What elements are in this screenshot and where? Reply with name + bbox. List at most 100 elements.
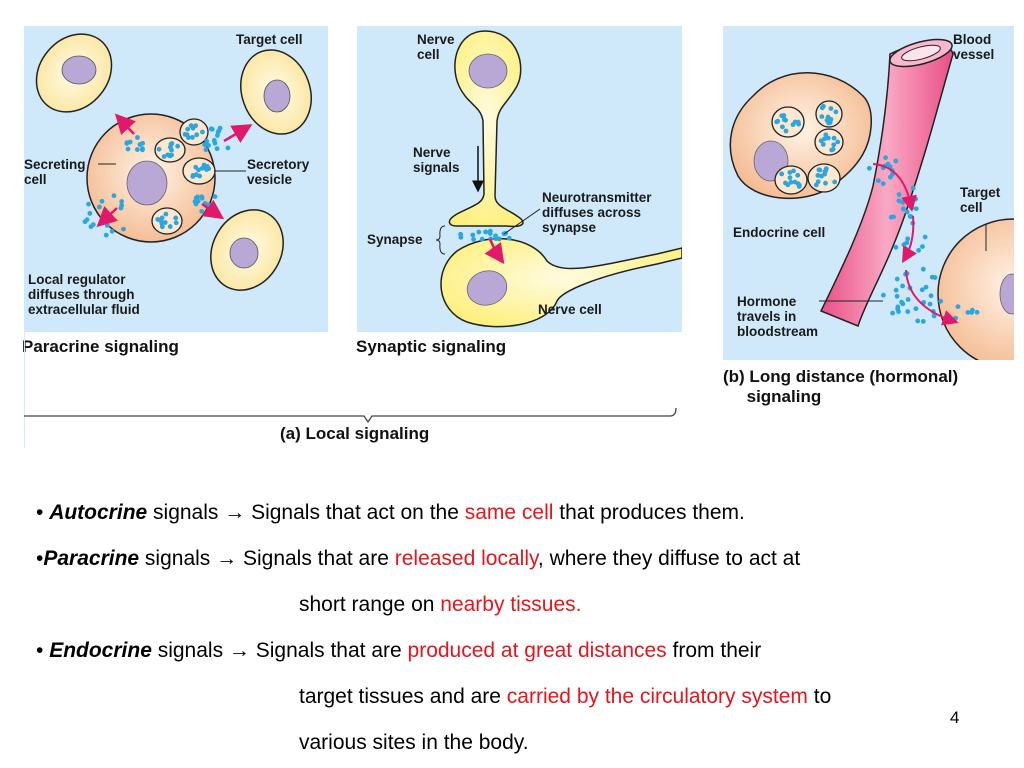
caption-hormonal: (b) Long distance (hormonal) signaling	[723, 367, 959, 406]
arrow-icon	[96, 206, 118, 228]
molecule-dot	[211, 203, 217, 209]
label-blood-vessel: Blood vessel	[953, 32, 995, 62]
molecule-dot	[196, 167, 201, 173]
bullet-text: to	[807, 685, 832, 708]
molecule-dot	[121, 226, 126, 232]
molecule-dot	[823, 132, 829, 138]
molecule-dot	[900, 206, 906, 212]
molecule-dot	[135, 135, 140, 140]
molecule-dot	[487, 228, 493, 234]
caption-synaptic: Synaptic signaling	[356, 337, 507, 356]
molecule-dot	[922, 234, 928, 240]
molecule-dot	[928, 293, 934, 299]
molecule-dot	[476, 229, 482, 235]
molecule-dot	[483, 229, 489, 235]
molecule-dot	[86, 201, 91, 207]
highlight-text: nearby tissues.	[440, 593, 582, 616]
hormonal-panel: Blood vessel Target cell Endocrine cell …	[723, 26, 1014, 360]
arrow-icon	[905, 269, 959, 326]
synaptic-illustration	[435, 30, 682, 328]
molecule-dot	[913, 196, 919, 202]
molecule-dot	[819, 173, 824, 179]
molecule-dot	[815, 179, 821, 185]
molecule-dot	[785, 182, 791, 188]
molecule-dot	[791, 168, 796, 174]
bullet-item: •Paracrine signals → Signals that are re…	[36, 536, 1016, 582]
molecule-dot	[211, 138, 217, 143]
molecule-dot	[920, 266, 926, 272]
bullet-text: that produces them.	[553, 501, 745, 524]
molecule-dot	[893, 287, 899, 293]
bullet-text: •	[36, 639, 50, 662]
arrow-icon	[901, 215, 917, 264]
molecule-dot	[214, 146, 220, 152]
caption-local-signaling: (a) Local signaling	[280, 424, 430, 443]
label-hormone: Hormone travels in bloodstream	[737, 294, 819, 339]
molecule-dot	[905, 297, 911, 302]
molecule-dot	[190, 134, 195, 140]
molecule-dot	[787, 175, 793, 181]
local-signaling-brace	[24, 407, 677, 424]
molecule-dot	[125, 146, 131, 152]
molecule-dot	[165, 152, 171, 158]
molecule-dot	[201, 162, 207, 168]
molecule-dot	[779, 113, 785, 119]
molecule-dot	[829, 147, 835, 153]
molecule-dot	[111, 193, 117, 199]
molecule-dot	[159, 224, 165, 230]
bullet-text: various sites in the body.	[299, 731, 529, 754]
molecule-dot	[199, 194, 205, 200]
molecule-dot	[169, 152, 174, 158]
molecule-dot	[899, 299, 905, 305]
label-nerve-cell-bottom: Nerve cell	[538, 302, 602, 317]
molecule-dot	[820, 141, 826, 147]
molecule-dot	[155, 216, 161, 222]
bullet-text: signals → Signals that are	[151, 639, 408, 662]
molecule-dot	[102, 207, 108, 213]
molecule-dot	[953, 315, 958, 321]
bullet-text: short range on	[299, 593, 441, 616]
molecule-dot	[819, 105, 825, 111]
label-target-cell: Target cell	[960, 185, 1001, 215]
molecule-dot	[161, 154, 167, 159]
molecule-dot	[825, 135, 831, 141]
target-cell-top-left	[35, 33, 113, 113]
molecule-dot	[119, 199, 125, 204]
molecule-dot	[204, 138, 210, 144]
molecule-dot	[199, 208, 205, 214]
highlight-text: produced at great distances	[407, 639, 667, 662]
molecule-dot	[880, 181, 886, 187]
label-nerve-signals: Nerve signals	[413, 145, 460, 175]
molecule-dot	[826, 120, 832, 126]
bullet-keyword: Paracrine	[43, 547, 140, 570]
label-target-cell: Target cell	[236, 32, 303, 47]
molecule-dot	[913, 306, 919, 312]
bullet-keyword: Endocrine	[49, 639, 152, 662]
bullet-item: • Endocrine signals → Signals that are p…	[36, 628, 1016, 674]
molecule-dot	[896, 198, 902, 204]
bullet-continuation: target tissues and are carried by the ci…	[36, 674, 1016, 720]
molecule-dot	[931, 313, 937, 319]
molecule-dot	[831, 135, 837, 141]
molecule-dot	[781, 117, 787, 122]
paracrine-illustration	[35, 33, 312, 291]
molecule-dot	[885, 161, 891, 167]
molecule-dot	[458, 231, 464, 237]
molecule-dot	[894, 276, 900, 282]
molecule-dot	[919, 287, 925, 293]
label-secreting-cell: Secreting cell	[24, 157, 86, 187]
bullet-text: •	[36, 501, 50, 524]
bullet-list: • Autocrine signals → Signals that act o…	[36, 490, 1016, 766]
molecule-dot	[891, 214, 896, 220]
molecule-dot	[173, 220, 179, 226]
molecule-dot	[82, 219, 88, 225]
molecule-dot	[216, 128, 222, 134]
molecule-dot	[905, 236, 911, 242]
highlight-text: same cell	[464, 501, 554, 524]
molecule-dot	[212, 194, 218, 199]
molecule-dot	[193, 195, 199, 201]
molecule-dot	[175, 143, 181, 149]
molecule-dot	[828, 106, 834, 111]
molecule-dot	[163, 211, 169, 217]
target-cell	[937, 218, 1014, 360]
